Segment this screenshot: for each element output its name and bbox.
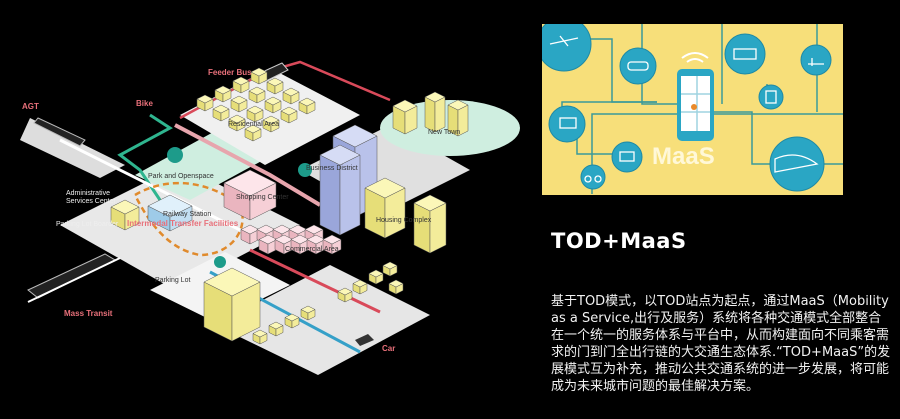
- label-housing: Housing Complex: [376, 217, 432, 224]
- building-face: [413, 194, 447, 212]
- building-face: [284, 313, 300, 322]
- building-face: [364, 177, 406, 199]
- label-commercial: Commercial Area: [285, 246, 339, 253]
- agt-train: [33, 117, 86, 147]
- building-face: [110, 199, 140, 215]
- building-face: [413, 202, 431, 254]
- building-face: [424, 96, 436, 133]
- buildings: [110, 67, 469, 345]
- building-face: [300, 305, 316, 314]
- label-park: Park and Openspace: [148, 173, 214, 180]
- building-face: [337, 287, 353, 296]
- smartphone-icon: [677, 69, 714, 141]
- label-new-town: New Town: [428, 129, 460, 136]
- building-face: [429, 202, 447, 254]
- building-face: [392, 99, 418, 113]
- building-face: [388, 279, 404, 288]
- label-residential: Residential Area: [228, 121, 279, 128]
- label-admin-2: Services Center: [66, 198, 116, 205]
- building-face: [424, 91, 446, 103]
- maas-label: MaaS: [652, 143, 715, 170]
- bullet-train-icon: [769, 136, 825, 192]
- label-parking: Parking Lot: [155, 277, 190, 284]
- tod-isometric-illustration: AGT Bike Feeder Bus Residential Area New…: [20, 60, 520, 375]
- building-face: [230, 95, 248, 105]
- building-face: [228, 114, 246, 124]
- car: [355, 334, 374, 346]
- building-face: [252, 329, 268, 338]
- trees: [167, 147, 312, 268]
- mass-transit-train: [27, 253, 121, 303]
- label-feeder-bus: Feeder Bus: [208, 68, 252, 77]
- page-title: TOD+MaaS: [551, 229, 687, 253]
- building-face: [196, 94, 214, 104]
- building-face: [262, 115, 280, 125]
- building-face: [244, 124, 262, 134]
- building-face: [266, 77, 284, 87]
- description-text: 基于TOD模式，以TOD站点为起点，通过MaaS（Mobility as a S…: [551, 294, 891, 394]
- building-face: [322, 234, 342, 245]
- building-face: [434, 96, 446, 133]
- label-mass-transit: Mass Transit: [64, 309, 113, 318]
- bridge-icon: [724, 33, 766, 75]
- building-face: [258, 234, 278, 245]
- scooter-icon: [800, 44, 832, 76]
- building-face: [256, 224, 276, 235]
- building-face: [447, 99, 469, 111]
- tram-icon: [758, 84, 784, 110]
- building-face: [212, 104, 230, 114]
- building-face: [282, 87, 300, 97]
- building-face: [248, 86, 266, 96]
- label-agt: AGT: [22, 102, 39, 111]
- building-face: [288, 224, 308, 235]
- car-icon: [619, 47, 657, 85]
- label-parking-border: Parking Lot Boarder: [56, 221, 119, 228]
- building-face: [272, 224, 292, 235]
- bicycle-icon: [580, 164, 606, 190]
- building-face: [332, 124, 378, 148]
- bus-icon: [548, 105, 586, 143]
- map-labels: AGT Bike Feeder Bus Residential Area New…: [22, 68, 460, 353]
- maas-image: MaaS: [542, 24, 843, 195]
- building-face: [240, 224, 260, 235]
- building-face: [368, 269, 384, 278]
- truck-icon: [611, 141, 643, 173]
- building-face: [223, 169, 277, 197]
- building-face: [246, 105, 264, 115]
- building-face: [352, 279, 368, 288]
- building-face: [306, 234, 326, 245]
- label-railway: Railway Station: [163, 211, 211, 218]
- location-pin-icon: [691, 104, 697, 110]
- building-face: [264, 96, 282, 106]
- label-business: Business District: [306, 165, 358, 172]
- building-face: [290, 234, 310, 245]
- building-face: [298, 97, 316, 107]
- label-admin-1: Administrative: [66, 190, 110, 197]
- building-face: [319, 144, 361, 166]
- building-face: [214, 85, 232, 95]
- label-intermodal: Intermodal Transfer Facilities: [127, 219, 239, 228]
- building-face: [382, 261, 398, 270]
- building-face: [250, 67, 268, 77]
- building-face: [268, 321, 284, 330]
- building-face: [274, 234, 294, 245]
- wifi-icon: [681, 52, 709, 63]
- building-face: [203, 267, 261, 297]
- label-car: Car: [382, 344, 395, 353]
- label-bike: Bike: [136, 99, 153, 108]
- label-shopping: Shopping Center: [236, 194, 289, 201]
- airplane-icon: [542, 24, 592, 72]
- building-face: [147, 194, 193, 218]
- building-face: [280, 106, 298, 116]
- building-face: [232, 76, 250, 86]
- building-face: [304, 224, 324, 235]
